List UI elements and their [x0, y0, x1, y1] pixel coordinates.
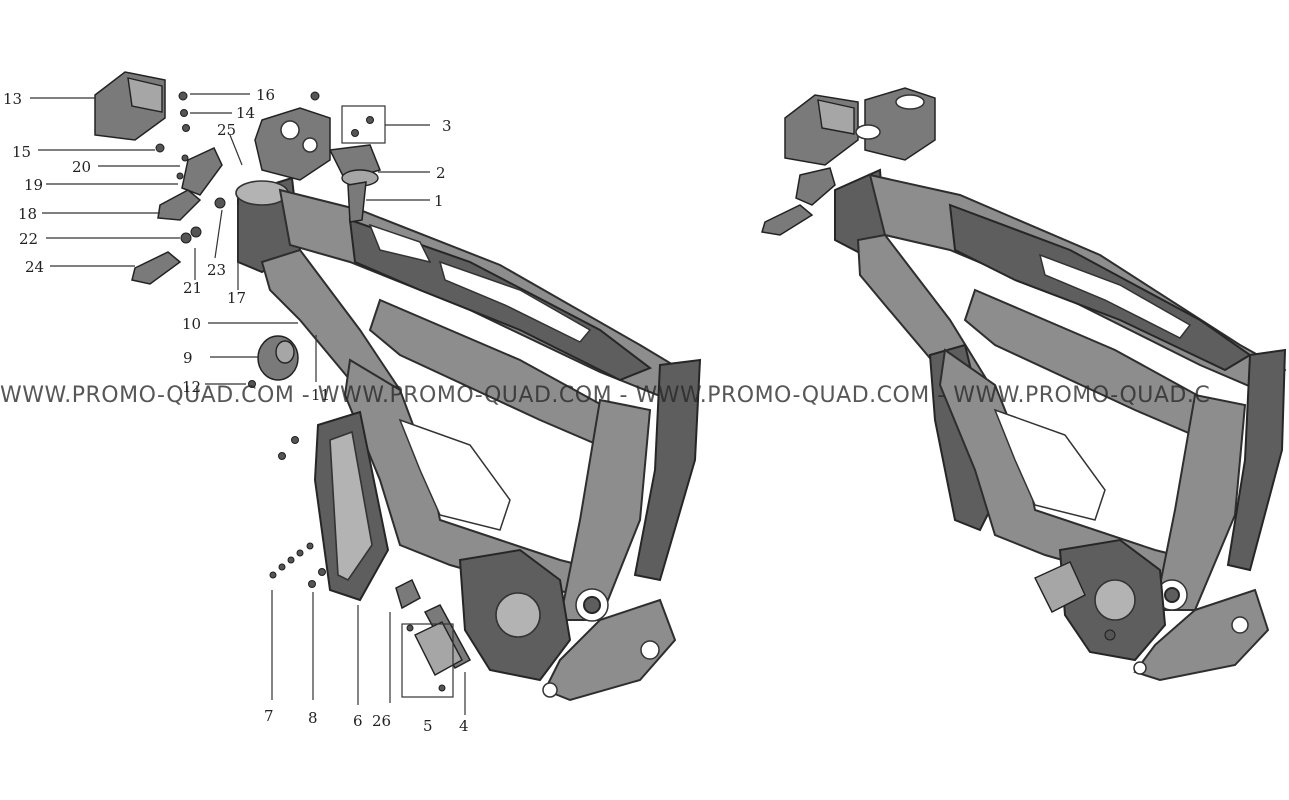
callout-labels: 13 16 14 25 15 20 19 18 22 24 23 21 17 1… — [3, 86, 469, 735]
clamp-post-1 — [347, 181, 367, 223]
module-26 — [395, 578, 421, 610]
bolt-7 — [269, 571, 277, 579]
callout-24: 24 — [25, 258, 44, 276]
callout-2: 2 — [436, 164, 446, 182]
bolt-7 — [296, 549, 304, 557]
assembled-pivot-bushing — [1164, 587, 1180, 603]
bolt-panel — [278, 452, 286, 460]
callout-22: 22 — [19, 230, 38, 248]
horn-center — [275, 340, 295, 364]
washer-14b — [182, 124, 190, 132]
callout-20: 20 — [72, 158, 91, 176]
callout-1: 1 — [434, 192, 444, 210]
callout-21: 21 — [183, 279, 202, 297]
bolt-3a — [366, 116, 374, 124]
bolt-5 — [438, 684, 446, 692]
bolt-20 — [181, 154, 189, 162]
washer-14 — [180, 109, 188, 117]
leader-lines — [30, 93, 466, 715]
assembled-cluster-fins — [817, 99, 855, 135]
regulator-5 — [414, 621, 463, 676]
assembled-axle-nut — [1104, 629, 1116, 641]
callout-4: 4 — [459, 717, 469, 735]
assembled-cradle-cutout — [993, 408, 1106, 521]
assembled-spar-cutout — [1038, 253, 1192, 339]
watermark: WWW.PROMO-QUAD.COM - WWW.PROMO-QUAD.COM … — [0, 383, 1211, 408]
callout-7: 7 — [264, 707, 274, 725]
assembled-rear-vertical — [1153, 393, 1247, 611]
nut-15 — [155, 143, 165, 153]
footpeg-mount-18 — [157, 189, 202, 221]
cradle-cutout — [398, 418, 511, 531]
bracket-hole — [280, 120, 300, 140]
nut-8 — [318, 568, 326, 576]
callout-box-3 — [341, 105, 386, 144]
bolt-7 — [287, 556, 295, 564]
spacer-23 — [214, 197, 226, 209]
washer-22 — [180, 232, 192, 244]
bolt-16 — [178, 91, 188, 101]
spar-cutout — [368, 223, 432, 264]
bolt-3b — [351, 129, 359, 137]
callout-16: 16 — [256, 86, 275, 104]
assembled-footpeg — [761, 204, 814, 236]
callout-23: 23 — [207, 261, 226, 279]
instrument-cluster-fins — [127, 77, 163, 113]
nut-8 — [308, 580, 316, 588]
exploded-frame-assembly: 13 16 14 25 15 20 19 18 22 24 23 21 17 1… — [3, 71, 702, 735]
bolt-7 — [306, 542, 314, 550]
lower-rear-bracket — [543, 598, 677, 702]
headstock-bracket — [254, 107, 331, 181]
callout-15: 15 — [12, 143, 31, 161]
callout-5: 5 — [423, 717, 433, 735]
pivot-bushing — [583, 596, 601, 614]
spar-cutout — [438, 260, 592, 343]
assembled-mid-cross — [963, 288, 1217, 442]
assembled-clamp-hole — [855, 124, 881, 140]
bolt-top — [310, 91, 320, 101]
assembled-motor-cover — [1094, 579, 1136, 621]
callout-25: 25 — [217, 121, 236, 139]
callout-19: 19 — [24, 176, 43, 194]
bolt-5 — [406, 624, 414, 632]
footpeg-24 — [131, 251, 182, 285]
callout-11: 11 — [311, 386, 330, 404]
callout-26: 26 — [372, 712, 391, 730]
assembled-bearing-cup — [895, 94, 925, 110]
assembled-frame — [761, 87, 1287, 682]
callout-6: 6 — [353, 712, 363, 730]
callout-box-5 — [401, 623, 454, 698]
bracket-hole — [302, 137, 318, 153]
mid-cross-member — [368, 298, 622, 452]
bolt-set — [155, 91, 446, 692]
washer-22b — [190, 226, 202, 238]
callout-13: 13 — [3, 90, 22, 108]
rear-shock-mount — [633, 358, 702, 582]
panel-rib — [329, 430, 373, 582]
bracket-hole — [542, 682, 558, 698]
assembled-footpeg-bracket — [795, 167, 836, 206]
assembled-lower-bracket — [1133, 588, 1270, 682]
callout-9: 9 — [183, 349, 193, 367]
bolt-7 — [278, 563, 286, 571]
assembled-controller — [1034, 561, 1086, 613]
callout-8: 8 — [308, 709, 318, 727]
assembled-shock-mount — [1226, 348, 1287, 572]
assembled-bracket-hole — [1231, 616, 1249, 634]
motor-cover — [495, 592, 541, 638]
callout-10: 10 — [182, 315, 201, 333]
callout-3: 3 — [442, 117, 452, 135]
callout-18: 18 — [18, 205, 37, 223]
bolt-19b — [176, 172, 184, 180]
bracket-hole — [640, 640, 660, 660]
callout-14: 14 — [236, 104, 255, 122]
bolt-12 — [248, 380, 256, 388]
bolt-panel — [291, 436, 299, 444]
footpeg-bracket-19 — [181, 147, 223, 196]
assembled-bracket-hole — [1133, 661, 1147, 675]
callout-17: 17 — [227, 289, 246, 307]
callout-12: 12 — [182, 378, 201, 396]
